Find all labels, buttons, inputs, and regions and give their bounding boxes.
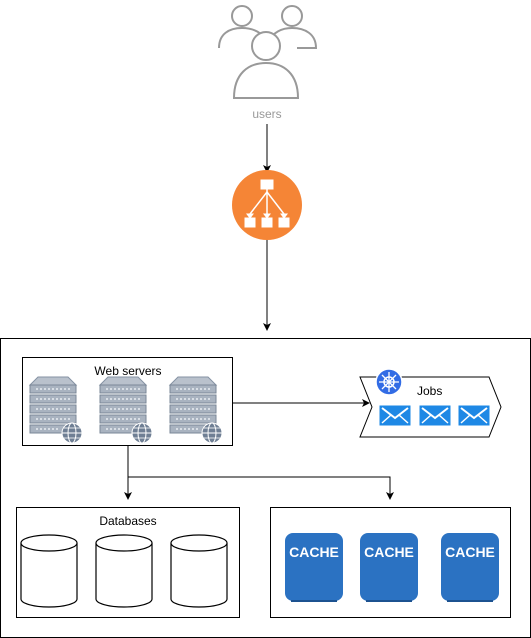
cache-label: CACHE [289, 544, 339, 560]
server-icon [29, 376, 83, 444]
servers-to-storage-connectors [124, 446, 394, 500]
cache-node: CACHE [360, 533, 418, 602]
users-label: users [252, 107, 281, 121]
cache-node: CACHE [285, 533, 343, 602]
database-cylinder-icon [170, 534, 228, 608]
cache-group: CACHE CACHE CACHE [270, 507, 511, 618]
database-cylinder-icon [20, 534, 78, 608]
kubernetes-icon [375, 368, 403, 396]
envelope-icon [379, 405, 411, 426]
cache-label: CACHE [364, 544, 414, 560]
load-balancer-icon [232, 170, 302, 240]
users-icon [218, 5, 318, 99]
envelope-icon [458, 405, 490, 426]
server-icon [169, 376, 223, 444]
server-icon [99, 376, 153, 444]
web-servers-title: Web servers [94, 364, 161, 378]
cache-node: CACHE [441, 533, 499, 602]
cache-label: CACHE [445, 544, 495, 560]
envelope-icon [419, 405, 451, 426]
web-servers-group: Web servers [22, 357, 233, 446]
databases-group: Databases [16, 507, 240, 618]
databases-title: Databases [99, 514, 156, 528]
database-cylinder-icon [95, 534, 153, 608]
jobs-label: Jobs [417, 384, 442, 398]
jobs-queue: Jobs [359, 368, 502, 438]
